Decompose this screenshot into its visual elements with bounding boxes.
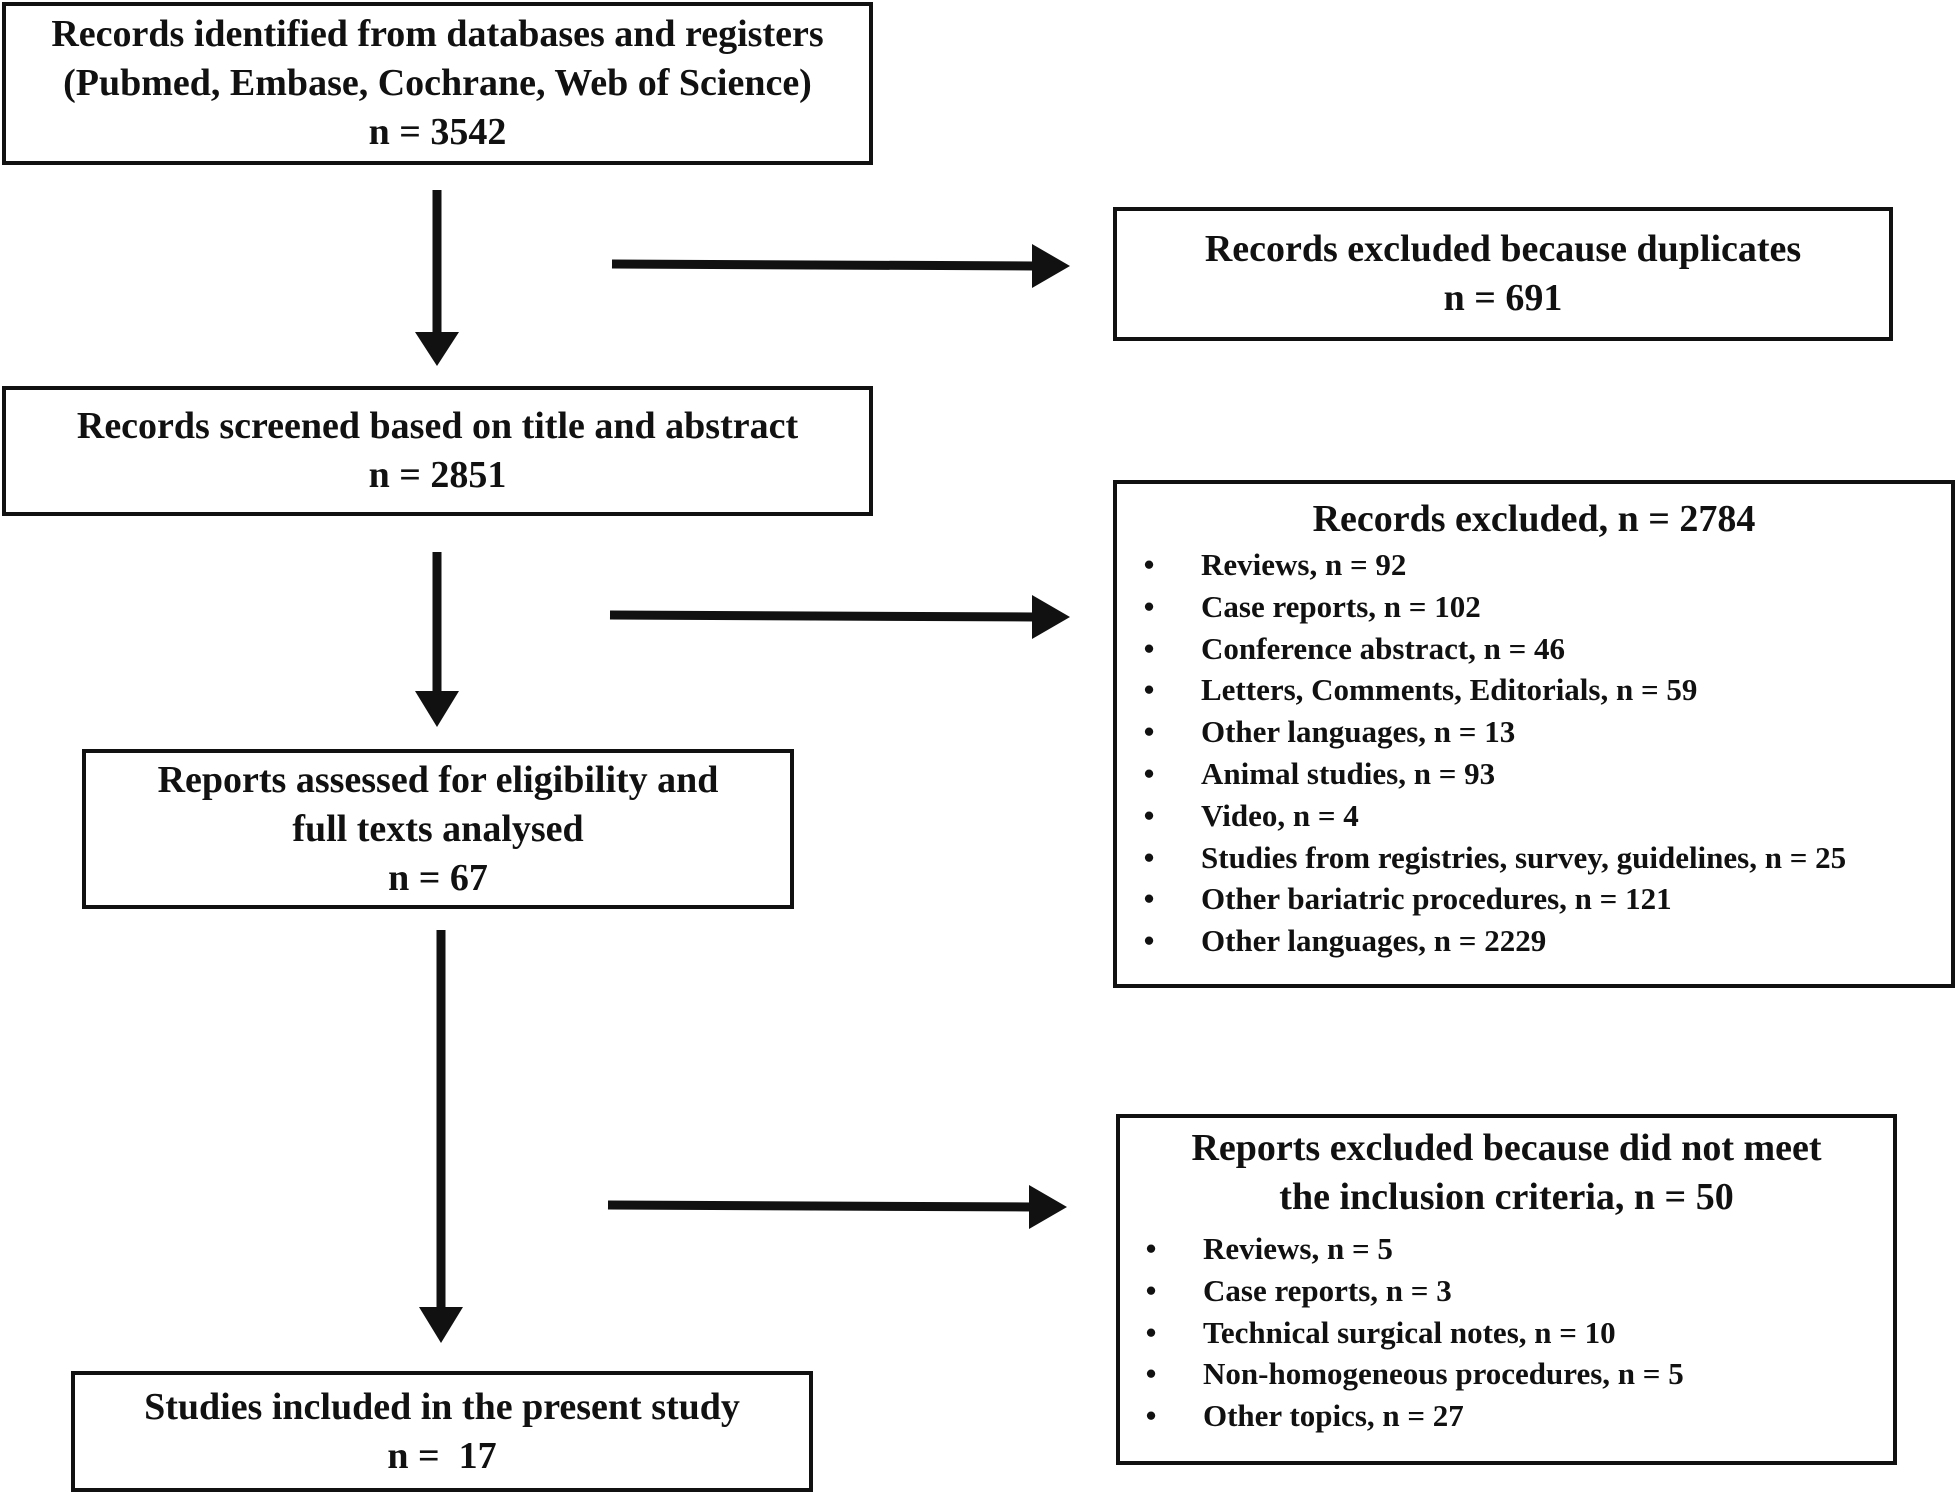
bullet-icon: •: [1143, 588, 1155, 624]
excluded-full-box: Reports excluded because did not meet th…: [1116, 1114, 1897, 1465]
included-line1: Studies included in the present study: [144, 1385, 740, 1428]
excluded-full-list: • Reviews, n = 5 • Case reports, n = 3 • Tech…: [1141, 1228, 1881, 1437]
screened-box: Records screened based on title and abst…: [2, 386, 873, 516]
excluded-screen-list: • Reviews, n = 92 • Case reports, n = 102 • C…: [1139, 544, 1939, 962]
list-item: • Case reports, n = 102: [1139, 586, 1939, 628]
bullet-icon: •: [1145, 1356, 1157, 1392]
list-item: • Case reports, n = 3: [1141, 1270, 1881, 1312]
list-item: • Technical surgical notes, n = 10: [1141, 1312, 1881, 1354]
arrow-to-excluded-full: [607, 1185, 1067, 1229]
list-item: • Animal studies, n = 93: [1139, 753, 1939, 795]
list-item-label: Non-homogeneous procedures, n = 5: [1203, 1356, 1684, 1392]
bullet-icon: •: [1143, 923, 1155, 959]
included-box: Studies included in the present study n …: [71, 1371, 813, 1492]
excluded-full-title1: Reports excluded because did not meet: [1191, 1127, 1822, 1169]
list-item-label: Other topics, n = 27: [1203, 1398, 1464, 1434]
arrow-assessed-to-included: [419, 930, 463, 1343]
bullet-icon: •: [1145, 1231, 1157, 1266]
excluded-full-title2: the inclusion criteria, n = 50: [1279, 1176, 1734, 1218]
list-item-label: Reviews, n = 5: [1203, 1231, 1393, 1266]
duplicates-box: Records excluded because duplicates n = …: [1113, 207, 1893, 341]
arrow-identified-to-screened: [415, 190, 459, 366]
included-count: n = 17: [387, 1434, 497, 1477]
identified-line1: Records identified from databases and re…: [51, 13, 824, 55]
bullet-icon: •: [1143, 881, 1155, 917]
list-item-label: Case reports, n = 3: [1203, 1272, 1452, 1308]
screened-line1: Records screened based on title and abst…: [76, 405, 799, 447]
list-item-label: Case reports, n = 102: [1201, 588, 1481, 624]
list-item: • Reviews, n = 92: [1139, 544, 1939, 586]
arrow-to-duplicates: [611, 244, 1070, 288]
identified-count: n = 3542: [368, 111, 507, 153]
identified-box: Records identified from databases and re…: [2, 2, 873, 165]
screened-count: n = 2851: [368, 454, 507, 496]
bullet-icon: •: [1143, 797, 1155, 833]
bullet-icon: •: [1145, 1314, 1157, 1350]
list-item: • Letters, Comments, Editorials, n = 59: [1139, 669, 1939, 711]
bullet-icon: •: [1143, 755, 1155, 791]
list-item: • Non-homogeneous procedures, n = 5: [1141, 1353, 1881, 1395]
bullet-icon: •: [1143, 839, 1155, 875]
list-item-label: Animal studies, n = 93: [1201, 755, 1496, 791]
duplicates-count: n = 691: [1443, 277, 1563, 319]
list-item-label: Video, n = 4: [1201, 797, 1359, 833]
excluded-screen-box: Records excluded, n = 2784 • Reviews, n =…: [1113, 480, 1955, 988]
bullet-icon: •: [1143, 672, 1155, 708]
assessed-box: Reports assessed for eligibility and ful…: [82, 749, 794, 909]
list-item: • Other languages, n = 2229: [1139, 920, 1939, 962]
assessed-line2: full texts analysed: [292, 807, 584, 850]
list-item-label: Reviews, n = 92: [1201, 547, 1407, 582]
bullet-icon: •: [1145, 1398, 1157, 1434]
list-item: • Other topics, n = 27: [1141, 1395, 1881, 1437]
list-item-label: Other languages, n = 13: [1201, 714, 1516, 750]
bullet-icon: •: [1143, 630, 1155, 666]
excluded-screen-title: Records excluded, n = 2784: [1312, 498, 1756, 540]
list-item: • Studies from registries, survey, guidel…: [1139, 837, 1939, 879]
list-item-label: Conference abstract, n = 46: [1201, 630, 1566, 666]
list-item-label: Technical surgical notes, n = 10: [1203, 1314, 1616, 1350]
arrow-to-excluded-screen: [609, 595, 1070, 639]
list-item: • Reviews, n = 5: [1141, 1228, 1881, 1270]
list-item-label: Other languages, n = 2229: [1201, 923, 1547, 959]
bullet-icon: •: [1143, 714, 1155, 750]
list-item: • Conference abstract, n = 46: [1139, 628, 1939, 670]
assessed-count: n = 67: [388, 856, 488, 899]
list-item-label: Letters, Comments, Editorials, n = 59: [1201, 672, 1698, 708]
list-item: • Other bariatric procedures, n = 121: [1139, 878, 1939, 920]
list-item-label: Other bariatric procedures, n = 121: [1201, 881, 1672, 917]
bullet-icon: •: [1143, 547, 1155, 582]
duplicates-line1: Records excluded because duplicates: [1204, 228, 1802, 270]
bullet-icon: •: [1145, 1272, 1157, 1308]
assessed-line1: Reports assessed for eligibility and: [157, 758, 719, 801]
arrow-screened-to-assessed: [415, 552, 459, 727]
identified-line2: (Pubmed, Embase, Cochrane, Web of Scienc…: [63, 62, 812, 104]
list-item-label: Studies from registries, survey, guideli…: [1201, 839, 1847, 875]
list-item: • Other languages, n = 13: [1139, 711, 1939, 753]
list-item: • Video, n = 4: [1139, 795, 1939, 837]
